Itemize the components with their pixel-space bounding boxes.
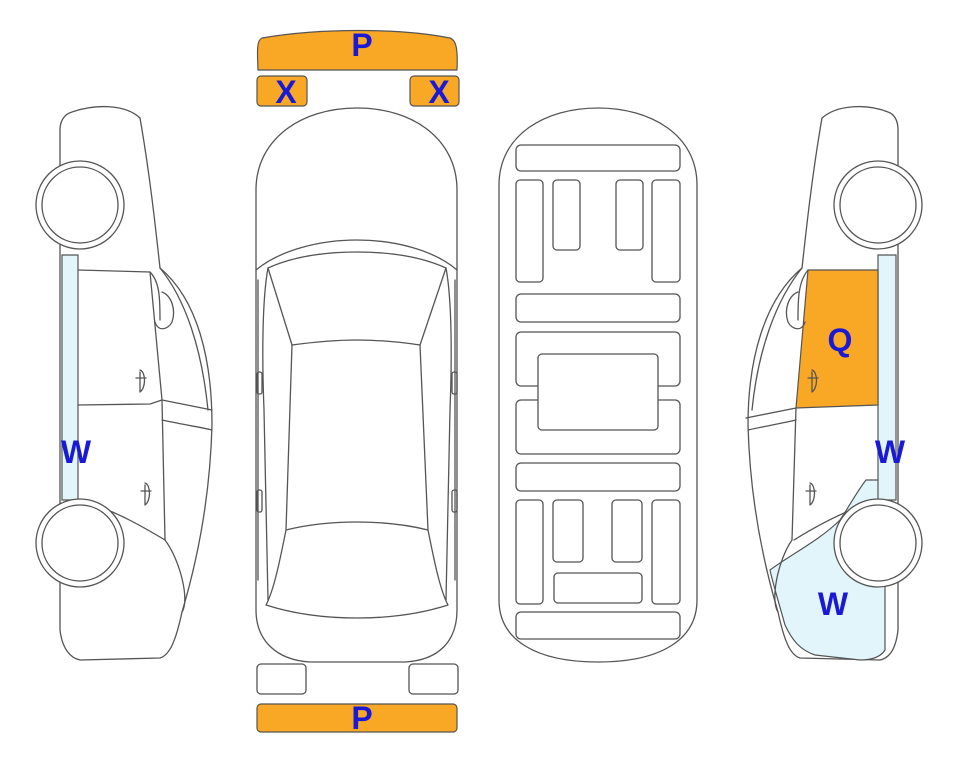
- rear-bumper[interactable]: [256, 703, 458, 733]
- left-rear-wheel: [35, 498, 125, 588]
- top-view: P X X P: [255, 27, 460, 736]
- right-rear-fender-label: W: [818, 586, 849, 622]
- top-car-body: [255, 107, 458, 663]
- front-bumper[interactable]: [256, 29, 458, 71]
- right-front-door[interactable]: [795, 269, 879, 409]
- right-front-wheel: [833, 160, 923, 250]
- headlight-right[interactable]: [409, 75, 460, 107]
- left-side-view: W: [35, 105, 213, 661]
- floor-view: [498, 107, 698, 663]
- right-front-door-label: Q: [828, 322, 853, 358]
- taillight-right: [408, 663, 459, 695]
- right-rear-wheel: [833, 498, 923, 588]
- left-front-wheel: [35, 160, 125, 250]
- left-pillar-label: W: [61, 434, 92, 470]
- headlight-left[interactable]: [256, 75, 308, 107]
- headlight-right-label: X: [428, 74, 450, 110]
- right-side-view: Q W W: [745, 105, 923, 661]
- rear-bumper-label: P: [351, 700, 372, 736]
- headlight-left-label: X: [275, 74, 297, 110]
- right-pillar-label: W: [875, 434, 906, 470]
- taillight-left: [256, 663, 307, 695]
- rear-window: [265, 521, 449, 619]
- right-c-pillar-panel[interactable]: [877, 254, 897, 501]
- front-bumper-label: P: [351, 27, 372, 63]
